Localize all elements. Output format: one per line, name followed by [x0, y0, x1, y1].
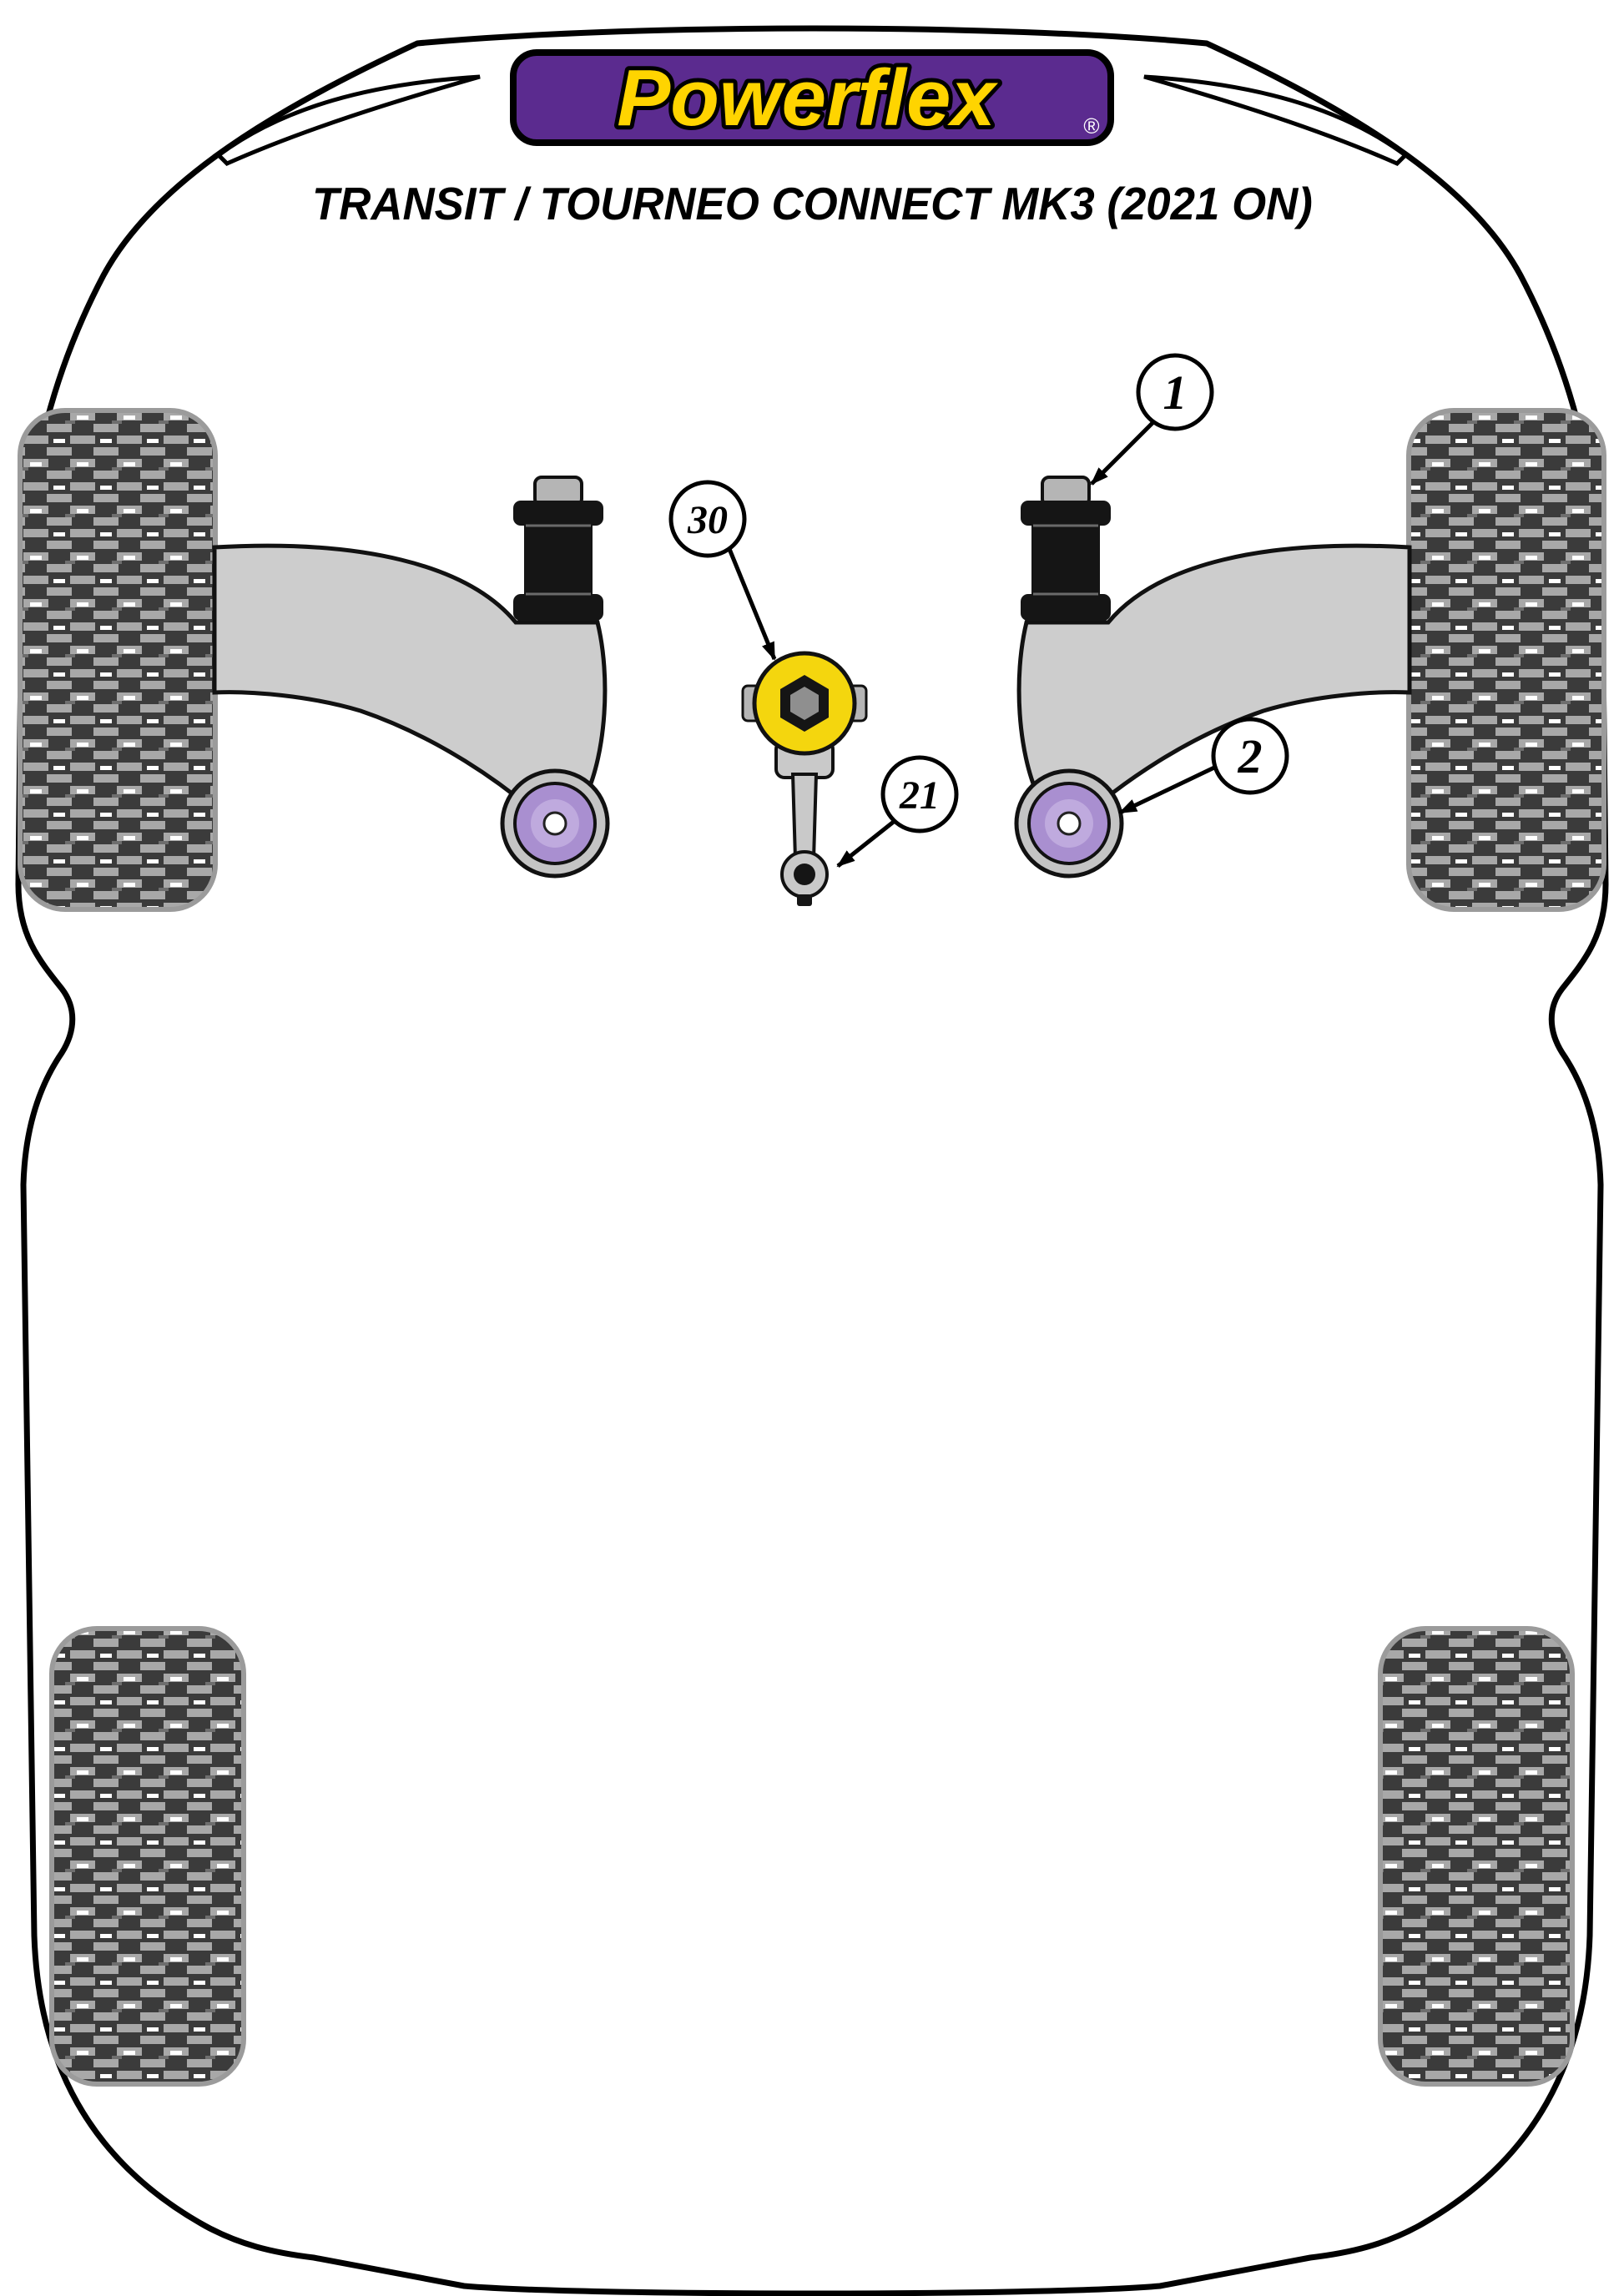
- front-bushing-body-right: [1031, 522, 1100, 601]
- arm-rear-bushing-right-hole: [1057, 811, 1082, 836]
- callout-30-label: 30: [687, 498, 728, 542]
- callout-2-circle: [1211, 717, 1289, 795]
- registered-trademark: ®: [1083, 113, 1099, 138]
- cowl-line-right: [1143, 74, 1409, 166]
- powerflex-logo-banner: Powerflex ®: [509, 48, 1115, 147]
- front-bushing-body-left: [524, 522, 593, 601]
- car-body-outline: [15, 25, 1609, 2296]
- diagram-title: TRANSIT / TOURNEO CONNECT MK3 (2021 ON): [0, 177, 1624, 230]
- callout-1-leader: [1090, 420, 1155, 486]
- front-bushing-upper-flange-left: [513, 501, 603, 526]
- callout-2-label: 2: [1238, 729, 1263, 783]
- callout-21-circle: [880, 755, 959, 833]
- front-suspension-arm-left: [212, 476, 610, 879]
- callout-21-leader: [836, 819, 896, 868]
- mount-link-stem: [790, 773, 819, 861]
- front-suspension-arm-right: [1014, 476, 1412, 879]
- mount-small-nub: [797, 894, 812, 906]
- callout-30-leader: [727, 548, 777, 661]
- logo-banner-background: [510, 49, 1114, 146]
- wheel-rear-left: [49, 1626, 246, 2087]
- callout-1-label: 1: [1163, 365, 1188, 420]
- wheel-front-right: [1406, 408, 1606, 912]
- callout-21: 21: [836, 755, 959, 868]
- mount-small-bushing: [794, 864, 815, 885]
- front-bushing-lower-flange-right: [1021, 594, 1111, 621]
- cowl-line-left: [215, 74, 481, 166]
- wheel-rear-right: [1378, 1626, 1575, 2087]
- diagram-title-text: TRANSIT / TOURNEO CONNECT MK3 (2021 ON): [311, 178, 1313, 229]
- callout-1-circle: [1136, 353, 1214, 431]
- front-bushing-upper-flange-right: [1021, 501, 1111, 526]
- powerflex-logo: Powerflex: [617, 53, 998, 143]
- callout-2: 2: [1118, 717, 1289, 815]
- wheel-front-left: [18, 408, 218, 912]
- callout-30: 30: [668, 480, 777, 661]
- front-bushing-lower-flange-left: [513, 594, 603, 621]
- arm-rear-bushing-left-hole: [542, 811, 567, 836]
- callout-30-circle: [668, 480, 747, 558]
- lower-engine-mount: [741, 651, 868, 906]
- callout-2-leader: [1118, 765, 1216, 815]
- callout-1: 1: [1090, 353, 1214, 486]
- mount-hex-nut-inner: [790, 687, 819, 720]
- callout-21-label: 21: [899, 773, 940, 818]
